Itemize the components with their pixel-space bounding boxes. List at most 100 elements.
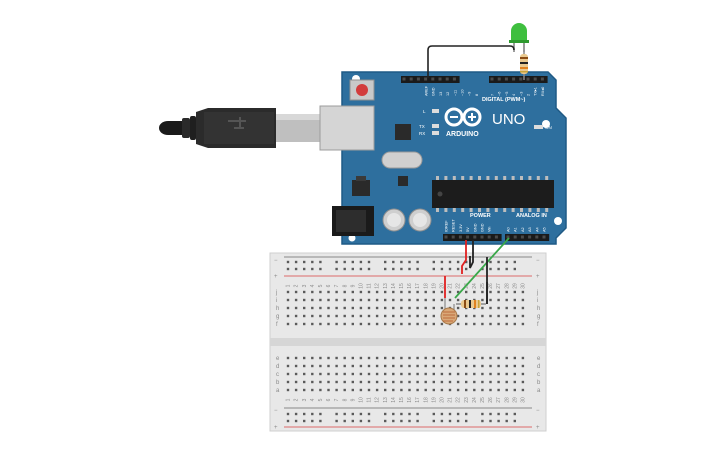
breadboard-hole[interactable] (392, 380, 395, 384)
breadboard-hole[interactable] (351, 372, 354, 376)
breadboard-hole[interactable] (456, 298, 460, 302)
breadboard-hole[interactable] (416, 380, 419, 384)
breadboard-hole[interactable] (408, 306, 411, 310)
rail-hole[interactable] (311, 412, 314, 416)
breadboard-hole[interactable] (456, 356, 460, 360)
breadboard-hole[interactable] (448, 298, 452, 302)
header-pin[interactable] (490, 77, 494, 81)
breadboard-hole[interactable] (319, 314, 322, 318)
breadboard-hole[interactable] (392, 306, 395, 310)
breadboard-hole[interactable] (432, 322, 435, 326)
breadboard-hole[interactable] (327, 290, 330, 294)
header-pin[interactable] (431, 77, 435, 81)
header-pin[interactable] (506, 235, 510, 239)
rail-hole[interactable] (497, 419, 500, 423)
breadboard-hole[interactable] (286, 364, 290, 368)
header-pin[interactable] (416, 77, 420, 81)
breadboard-hole[interactable] (473, 290, 476, 294)
breadboard-hole[interactable] (473, 322, 476, 326)
header-pin[interactable] (497, 77, 501, 81)
breadboard-hole[interactable] (408, 372, 411, 376)
rail-hole[interactable] (505, 419, 508, 423)
breadboard-hole[interactable] (497, 388, 500, 392)
breadboard-hole[interactable] (400, 372, 403, 376)
breadboard-hole[interactable] (327, 306, 330, 310)
breadboard-hole[interactable] (432, 380, 435, 384)
breadboard-hole[interactable] (359, 314, 363, 318)
breadboard-hole[interactable] (513, 380, 516, 384)
rail-hole[interactable] (392, 412, 395, 416)
breadboard-hole[interactable] (481, 388, 484, 392)
breadboard-hole[interactable] (367, 388, 371, 392)
breadboard-hole[interactable] (392, 372, 395, 376)
breadboard-hole[interactable] (294, 306, 298, 310)
breadboard-hole[interactable] (311, 372, 314, 376)
breadboard-hole[interactable] (367, 298, 371, 302)
breadboard-hole[interactable] (335, 314, 338, 318)
rail-hole[interactable] (400, 267, 403, 271)
breadboard-hole[interactable] (392, 290, 395, 294)
rail-hole[interactable] (456, 419, 460, 423)
breadboard-hole[interactable] (416, 306, 419, 310)
rail-hole[interactable] (448, 412, 452, 416)
breadboard-hole[interactable] (303, 290, 306, 294)
rail-hole[interactable] (432, 412, 435, 416)
breadboard-hole[interactable] (513, 388, 516, 392)
rail-hole[interactable] (432, 267, 435, 271)
breadboard-hole[interactable] (359, 388, 363, 392)
breadboard-hole[interactable] (424, 306, 427, 310)
breadboard-hole[interactable] (294, 380, 298, 384)
rail-hole[interactable] (303, 260, 306, 264)
breadboard-hole[interactable] (432, 314, 435, 318)
rail-hole[interactable] (481, 412, 484, 416)
breadboard-hole[interactable] (456, 306, 460, 310)
header-pin[interactable] (526, 77, 530, 81)
breadboard-hole[interactable] (375, 356, 379, 360)
breadboard-hole[interactable] (465, 290, 468, 294)
breadboard-hole[interactable] (351, 380, 354, 384)
breadboard-hole[interactable] (327, 298, 330, 302)
breadboard-hole[interactable] (440, 380, 444, 384)
breadboard-hole[interactable] (384, 372, 387, 376)
breadboard-hole[interactable] (294, 322, 298, 326)
breadboard-hole[interactable] (416, 298, 419, 302)
rail-hole[interactable] (513, 419, 516, 423)
breadboard-hole[interactable] (481, 364, 484, 368)
breadboard-hole[interactable] (489, 306, 492, 310)
wire-a0-green[interactable] (454, 237, 510, 299)
breadboard-hole[interactable] (456, 364, 460, 368)
breadboard-hole[interactable] (343, 298, 346, 302)
rail-hole[interactable] (311, 267, 314, 271)
breadboard-hole[interactable] (424, 380, 427, 384)
rail-hole[interactable] (286, 267, 290, 271)
breadboard-hole[interactable] (384, 290, 387, 294)
rail-hole[interactable] (384, 412, 387, 416)
rail-hole[interactable] (481, 419, 484, 423)
breadboard-hole[interactable] (416, 388, 419, 392)
breadboard-hole[interactable] (448, 364, 452, 368)
breadboard-hole[interactable] (489, 314, 492, 318)
breadboard-hole[interactable] (456, 290, 460, 294)
breadboard-hole[interactable] (392, 356, 395, 360)
header-pin[interactable] (528, 235, 532, 239)
breadboard-hole[interactable] (473, 388, 476, 392)
header-pin[interactable] (519, 77, 523, 81)
breadboard-hole[interactable] (408, 298, 411, 302)
rail-hole[interactable] (359, 267, 363, 271)
breadboard-hole[interactable] (521, 356, 525, 360)
breadboard-hole[interactable] (384, 314, 387, 318)
breadboard-hole[interactable] (311, 364, 314, 368)
rail-hole[interactable] (319, 412, 322, 416)
breadboard-hole[interactable] (432, 290, 435, 294)
breadboard-hole[interactable] (335, 356, 338, 360)
rail-hole[interactable] (343, 260, 346, 264)
rail-hole[interactable] (408, 419, 411, 423)
breadboard-hole[interactable] (392, 298, 395, 302)
breadboard-hole[interactable] (343, 388, 346, 392)
breadboard-hole[interactable] (384, 306, 387, 310)
breadboard-hole[interactable] (392, 388, 395, 392)
breadboard-hole[interactable] (319, 372, 322, 376)
rail-hole[interactable] (294, 419, 298, 423)
breadboard-hole[interactable] (392, 314, 395, 318)
breadboard-hole[interactable] (303, 314, 306, 318)
